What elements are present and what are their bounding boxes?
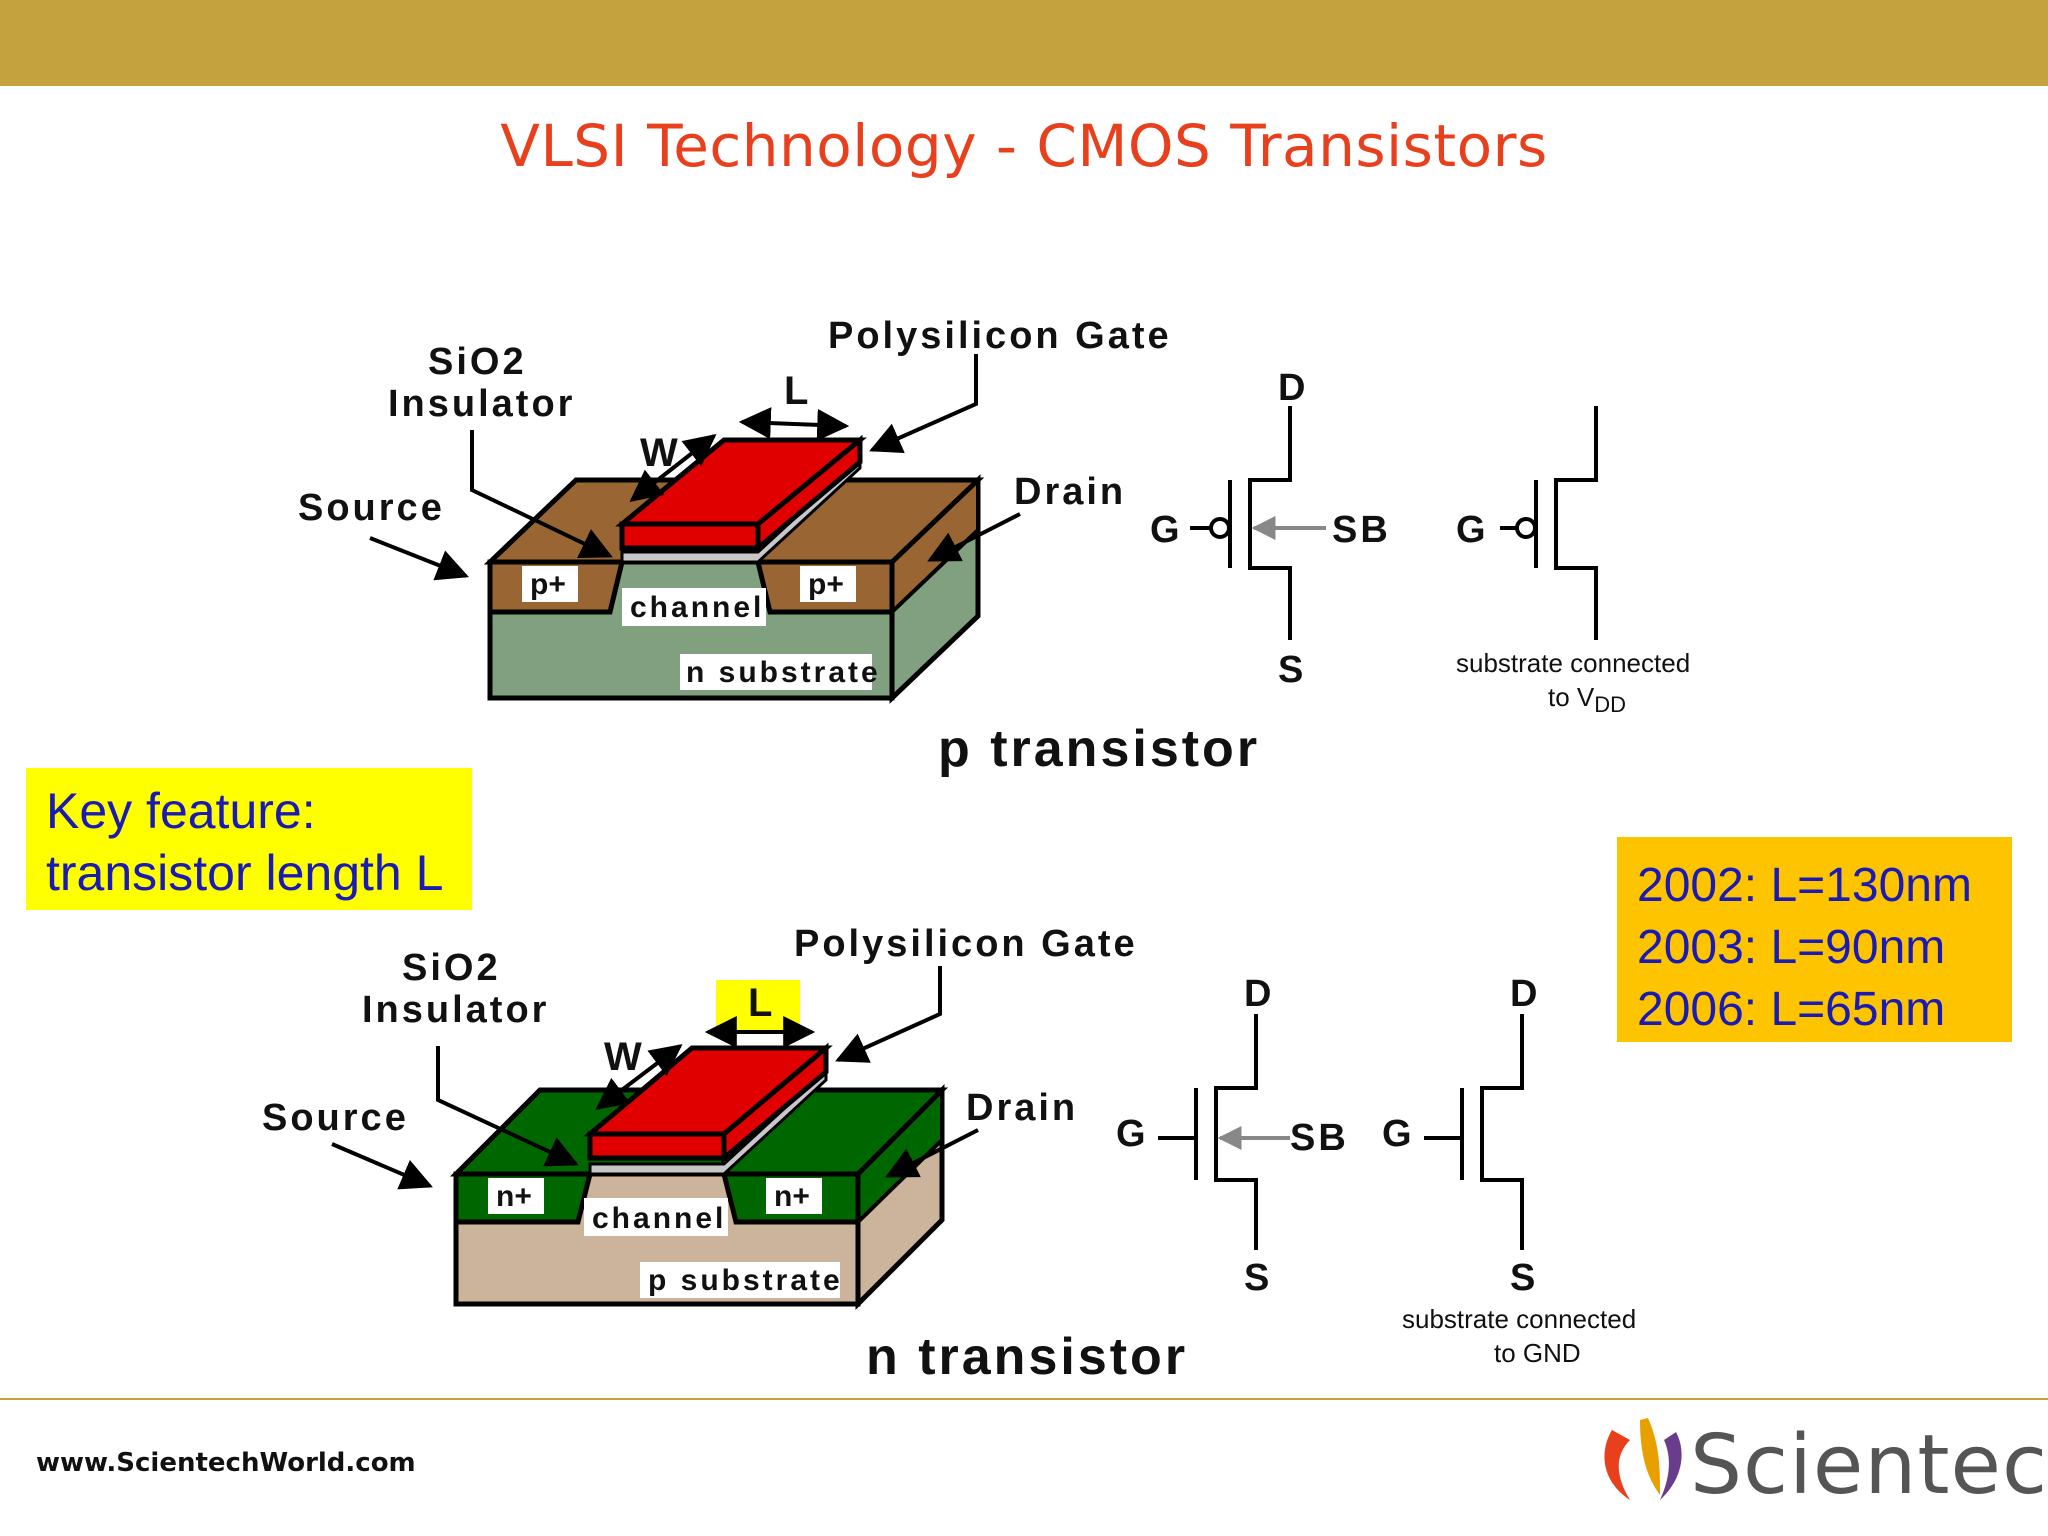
p-substrate-label: n substrate [686, 656, 881, 689]
n-symbol-sb-label: SB [1290, 1117, 1349, 1159]
n-transistor-symbol-gnd [1424, 1014, 1524, 1250]
p-symbol-s-label: S [1278, 649, 1303, 691]
p-sio2-label: SiO2 [428, 341, 527, 383]
n-symbol-g-label: G [1116, 1113, 1146, 1155]
p-source-label: Source [298, 487, 445, 529]
p-symbol-g-label: G [1150, 509, 1180, 551]
n-left-doping-label: n+ [496, 1180, 532, 1213]
n-length-label: L [748, 981, 772, 1025]
n-xsec-oxide [588, 1066, 828, 1176]
p-length-label: L [784, 369, 808, 413]
p-transistor-symbol-vdd [1500, 406, 1598, 640]
n-transistor-caption: n transistor [866, 1328, 1188, 1386]
scientech-logo-icon [1604, 1418, 1682, 1500]
p-insulator-label: Insulator [388, 383, 575, 425]
n-symbol2-g-label: G [1382, 1113, 1412, 1155]
p-substrate-note-2: to VDD [1548, 682, 1626, 717]
key-feature-box: Key feature: transistor length L [26, 768, 472, 910]
year-2003: 2003: L=90nm [1637, 921, 1946, 974]
p-substrate-note-1: substrate connected [1456, 648, 1690, 678]
p-symbol-sb-label: SB [1332, 509, 1391, 551]
p-right-doping-label: p+ [808, 568, 844, 601]
year-2002: 2002: L=130nm [1637, 859, 1972, 912]
n-symbol2-s-label: S [1510, 1257, 1535, 1299]
brand-logo-text: Scientech [1690, 1418, 2048, 1513]
p-transistor-cross-section: p+ p+ channel n substrate SiO2 Insulator… [298, 315, 1260, 778]
n-transistor-cross-section: n+ n+ channel p substrate SiO2 Insulator… [262, 923, 1188, 1386]
n-gate-label: Polysilicon Gate [794, 923, 1138, 965]
p-transistor-caption: p transistor [938, 720, 1260, 778]
n-xsec-gate-front [587, 1131, 727, 1161]
n-source-label: Source [262, 1097, 409, 1139]
p-gate-label: Polysilicon Gate [828, 315, 1172, 357]
n-channel-label: channel [592, 1202, 726, 1235]
n-transistor-symbol [1158, 1014, 1290, 1250]
n-width-label: W [604, 1035, 642, 1079]
n-symbol-s-label: S [1244, 1257, 1269, 1299]
year-2006: 2006: L=65nm [1637, 983, 1946, 1036]
p-symbol-d-label: D [1278, 367, 1305, 409]
footer-divider [0, 1398, 2048, 1400]
header-bar [0, 0, 2048, 86]
p-drain-label: Drain [1014, 471, 1126, 513]
n-sio2-label: SiO2 [402, 947, 501, 989]
year-length-box: 2002: L=130nm 2003: L=90nm 2006: L=65nm [1617, 837, 2012, 1042]
p-xsec-gate-front [619, 521, 761, 551]
p-left-doping-label: p+ [530, 568, 566, 601]
page-title: VLSI Technology - CMOS Transistors [500, 112, 1548, 180]
p-symbol2-g-label: G [1456, 509, 1486, 551]
footer-url: www.ScientechWorld.com [36, 1448, 416, 1478]
n-drain-label: Drain [966, 1087, 1078, 1129]
n-substrate-note-2: to GND [1494, 1338, 1581, 1368]
key-feature-line1: Key feature: [46, 783, 316, 839]
n-right-doping-label: n+ [774, 1180, 810, 1213]
n-symbol2-d-label: D [1510, 973, 1537, 1015]
n-substrate-label: p substrate [648, 1264, 843, 1297]
n-insulator-label: Insulator [362, 989, 549, 1031]
p-transistor-symbol [1190, 406, 1326, 640]
key-feature-line2: transistor length L [46, 845, 444, 901]
p-channel-label: channel [630, 591, 764, 624]
n-symbol-d-label: D [1244, 973, 1271, 1015]
p-xsec-oxide [620, 454, 862, 564]
n-substrate-note-1: substrate connected [1402, 1304, 1636, 1334]
